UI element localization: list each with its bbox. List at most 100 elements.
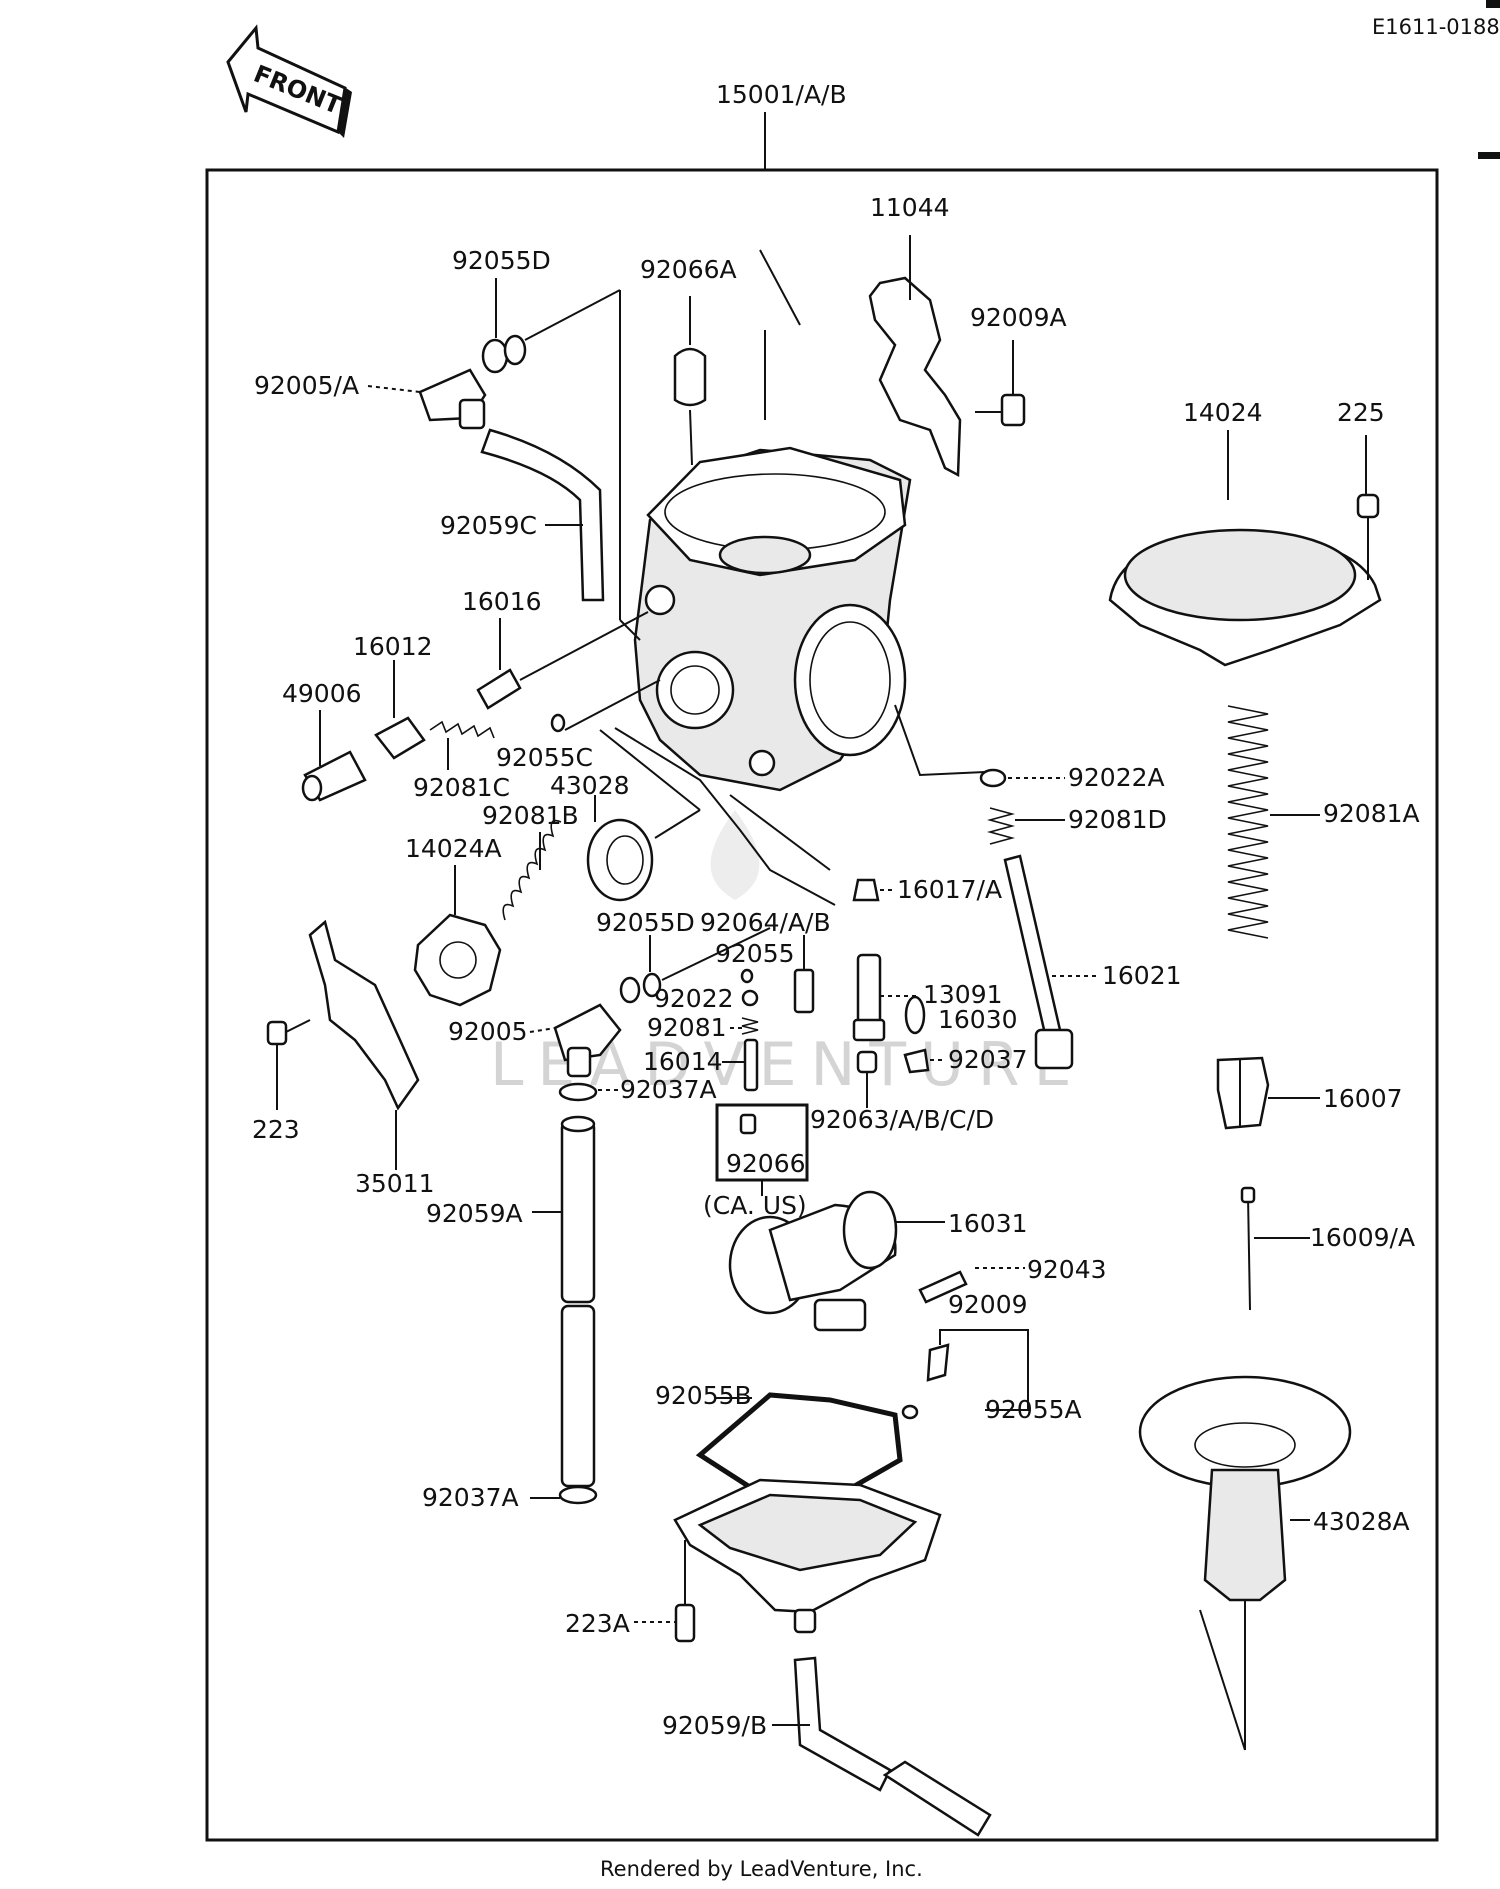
label-92022: 92022	[654, 984, 734, 1013]
label-92055A: 92055A	[985, 1395, 1082, 1424]
part-16017A-jet	[852, 878, 895, 902]
part-92064-jet	[793, 935, 815, 1014]
part-92055-oring	[740, 968, 754, 984]
label-92037A-mid: 92037A	[620, 1075, 717, 1104]
part-92022-washer	[741, 989, 759, 1007]
part-92081-spring	[730, 1017, 759, 1035]
part-14024A-cover	[413, 865, 502, 1007]
part-92081D-spring	[986, 807, 1065, 845]
part-92037-clip	[903, 1048, 945, 1074]
label-92066A: 92066A	[640, 255, 737, 284]
label-16007: 16007	[1323, 1084, 1403, 1113]
part-16014-needle	[722, 1038, 759, 1092]
label-43028A: 43028A	[1313, 1507, 1410, 1536]
label-49006: 49006	[282, 679, 362, 708]
part-43028A-slide	[1138, 1375, 1352, 1751]
label-92055C: 92055C	[496, 743, 593, 772]
part-92059C-hose	[480, 290, 641, 641]
part-223A-screw	[634, 1540, 696, 1643]
label-13091: 13091	[923, 980, 1003, 1009]
assembly-frame	[205, 168, 1439, 1842]
label-11044: 11044	[870, 193, 950, 222]
label-16014: 16014	[643, 1047, 723, 1076]
label-ca-us: (CA. US)	[703, 1191, 807, 1220]
label-14024: 14024	[1183, 398, 1263, 427]
label-92063: 92063/A/B/C/D	[810, 1105, 994, 1134]
label-16021: 16021	[1102, 961, 1182, 990]
guide-line	[729, 794, 831, 871]
part-92022A-washer	[894, 704, 1065, 788]
part-92005-fitting	[529, 1003, 622, 1078]
label-92081A: 92081A	[1323, 799, 1420, 828]
label-43028: 43028	[550, 771, 630, 800]
label-92037: 92037	[948, 1045, 1028, 1074]
part-92043-pin	[918, 1267, 1025, 1304]
part-92059B-hose	[772, 1656, 992, 1837]
part-223-screw	[266, 1019, 311, 1110]
front-arrow-icon: FRONT	[226, 24, 352, 138]
part-225-screw	[1356, 435, 1380, 580]
label-15001: 15001/A/B	[716, 80, 847, 109]
footer-credit: Rendered by LeadVenture, Inc.	[600, 1857, 923, 1881]
label-92055: 92055	[715, 939, 795, 968]
label-92055D-mid: 92055D	[596, 908, 695, 937]
part-16007-holder	[1216, 1056, 1320, 1130]
label-92081: 92081	[647, 1013, 727, 1042]
guide-line	[614, 727, 836, 906]
label-92066: 92066	[726, 1149, 806, 1178]
label-92005: 92005	[448, 1017, 528, 1046]
label-92009: 92009	[948, 1290, 1028, 1319]
watermark-flame-icon	[710, 810, 760, 900]
part-92066-box	[715, 1103, 809, 1196]
label-16009A: 16009/A	[1310, 1223, 1415, 1252]
carburetor-body	[633, 446, 912, 792]
part-92081A-spring	[1227, 705, 1320, 939]
edge-mark	[1478, 152, 1500, 159]
part-92009A-screw	[975, 340, 1026, 427]
part-float-bowl	[673, 1478, 942, 1634]
part-16012-spring	[374, 660, 495, 760]
part-16021-screw	[1003, 854, 1100, 1070]
part-92005A-fitting	[367, 368, 487, 430]
part-13091-jet	[852, 953, 920, 1042]
part-92055C-oring	[550, 679, 661, 733]
label-92022A: 92022A	[1068, 763, 1165, 792]
part-92055D-mid-washer	[619, 927, 771, 1004]
part-92037A-mid-clip	[558, 1082, 618, 1102]
label-92037A-low: 92037A	[422, 1483, 519, 1512]
part-92037A-low-clip	[530, 1485, 598, 1505]
part-16030-washer	[904, 995, 926, 1035]
label-92055B: 92055B	[655, 1381, 752, 1410]
part-92009-screw	[901, 1329, 1029, 1420]
part-16009A-needle	[1240, 1186, 1310, 1311]
label-16031: 16031	[948, 1209, 1028, 1238]
label-92055D-top: 92055D	[452, 246, 551, 275]
diagram-code: E1611-0188	[1372, 15, 1500, 39]
label-225: 225	[1337, 398, 1385, 427]
part-14024-cover	[1108, 430, 1382, 667]
part-92055D-washer	[481, 278, 621, 374]
label-16016: 16016	[462, 587, 542, 616]
part-43028-diaphragm	[586, 729, 701, 902]
part-16031-housing	[728, 1190, 945, 1332]
part-92063-screw	[856, 1050, 878, 1108]
part-92066A-cap	[673, 296, 707, 466]
label-16030: 16030	[938, 1005, 1018, 1034]
label-92059A: 92059A	[426, 1199, 523, 1228]
label-16017A: 16017/A	[897, 875, 1002, 904]
label-35011: 35011	[355, 1169, 435, 1198]
label-92009A: 92009A	[970, 303, 1067, 332]
part-35011-bracket	[308, 919, 420, 1170]
label-92064AB: 92064/A/B	[700, 908, 831, 937]
part-49006-cap	[301, 710, 367, 802]
label-14024A: 14024A	[405, 834, 502, 863]
part-92059A-hose	[532, 1115, 596, 1488]
label-223A: 223A	[565, 1609, 630, 1638]
part-92081B-spring	[502, 819, 562, 921]
label-92081C: 92081C	[413, 773, 510, 802]
part-11044-bracket	[868, 235, 962, 478]
label-223: 223	[252, 1115, 300, 1144]
part-16016-plunger	[476, 611, 649, 710]
label-92005A: 92005/A	[254, 371, 359, 400]
